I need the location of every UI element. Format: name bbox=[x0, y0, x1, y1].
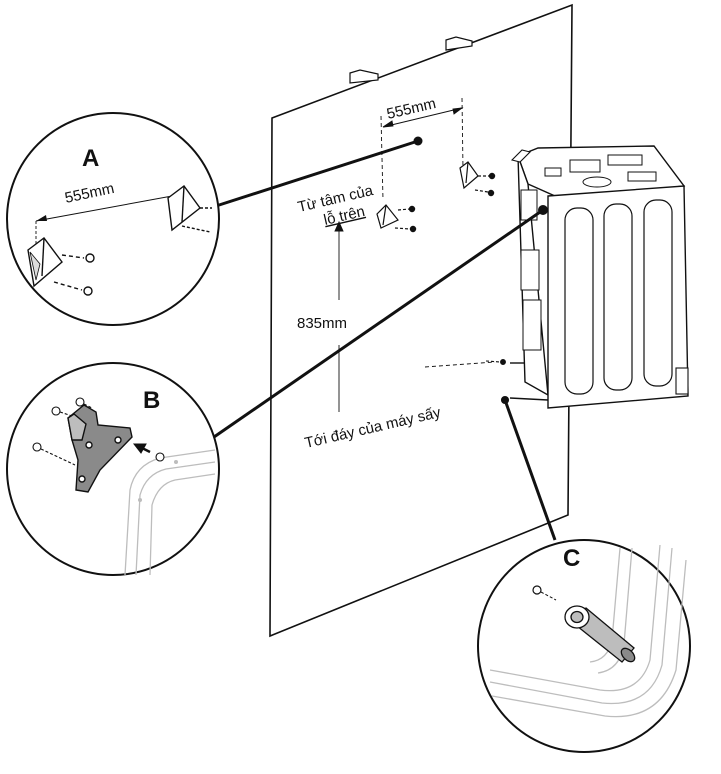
leader-dot-b bbox=[538, 205, 548, 215]
callout-label-a: A bbox=[82, 145, 99, 172]
dryer-unit bbox=[509, 145, 689, 409]
dimension-height: 835mm bbox=[297, 315, 347, 332]
callout-label-c: C bbox=[563, 545, 580, 572]
leader-lines bbox=[213, 139, 557, 541]
detail-circle-c bbox=[477, 539, 691, 753]
wall-bracket-right bbox=[459, 161, 496, 197]
detail-circle-a bbox=[6, 112, 220, 326]
wall-dimensions bbox=[334, 97, 496, 412]
callout-label-b: B bbox=[143, 387, 160, 414]
wall-panel bbox=[269, 3, 573, 638]
detail-circle-b bbox=[6, 362, 220, 576]
wall-bracket-left bbox=[376, 204, 417, 233]
